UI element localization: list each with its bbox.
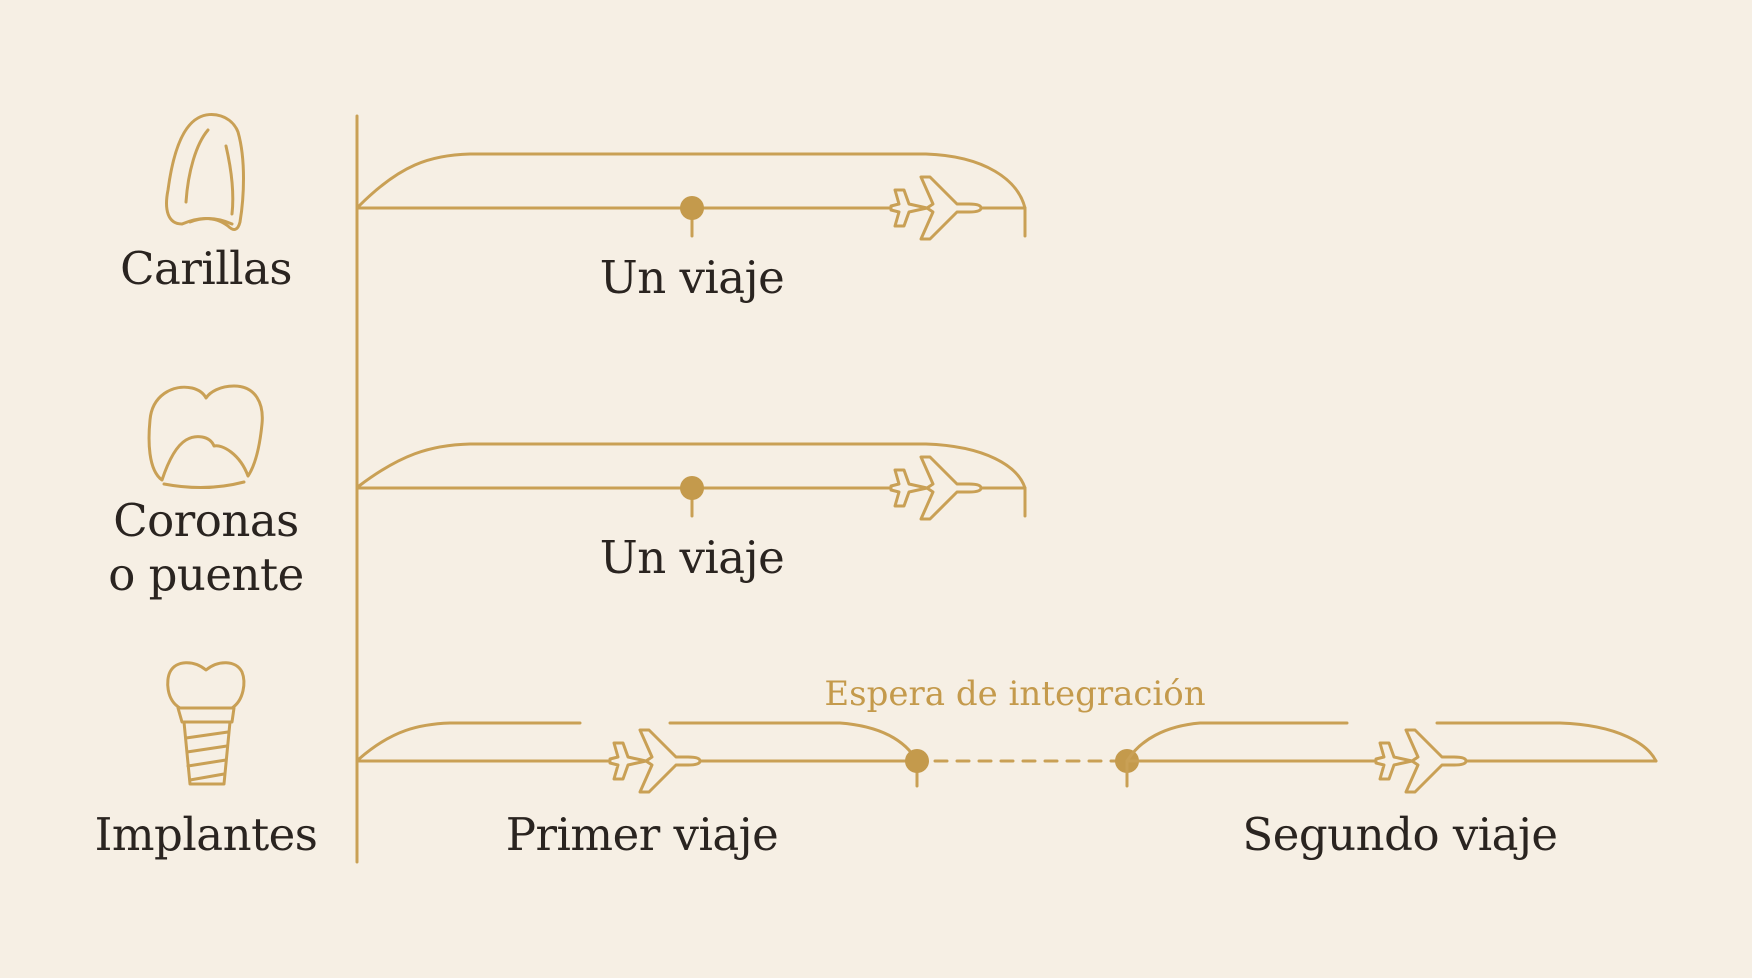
wait-start-marker bbox=[905, 749, 929, 773]
integration-wait-label: Espera de integración bbox=[824, 674, 1206, 714]
crown-tooth-icon bbox=[147, 384, 264, 490]
second-trip-label: Segundo viaje bbox=[1242, 808, 1558, 861]
first-trip-bracket bbox=[355, 721, 919, 788]
trip-label: Un viaje bbox=[599, 531, 785, 584]
airplane-icon bbox=[608, 728, 702, 794]
airplane-icon bbox=[889, 455, 983, 521]
implant-icon bbox=[166, 661, 246, 786]
category-label-carillas: Carillas bbox=[120, 242, 292, 295]
trip-bracket bbox=[355, 152, 1027, 238]
category-label-implantes: Implantes bbox=[94, 808, 318, 861]
veneer-icon bbox=[165, 113, 245, 231]
airplane-icon bbox=[889, 175, 983, 241]
category-label-coronas: Coronas o puente bbox=[108, 494, 304, 601]
trip-label: Un viaje bbox=[599, 251, 785, 304]
midpoint-marker bbox=[680, 476, 704, 500]
midpoint-marker bbox=[680, 196, 704, 220]
airplane-icon bbox=[1374, 728, 1468, 794]
first-trip-label: Primer viaje bbox=[505, 808, 779, 861]
